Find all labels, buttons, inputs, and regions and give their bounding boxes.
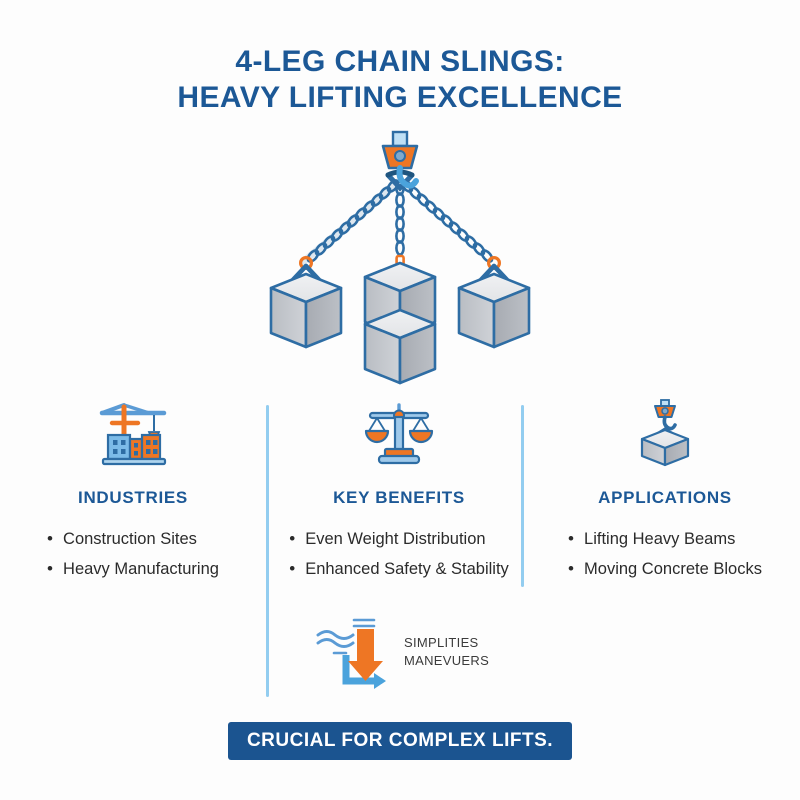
- bottom-banner: CRUCIAL FOR COMPLEX LIFTS.: [228, 722, 572, 760]
- list-item: Construction Sites: [47, 524, 219, 554]
- list-item: Heavy Manufacturing: [47, 554, 219, 584]
- page-title: 4-LEG CHAIN SLINGS: HEAVY LIFTING EXCELL…: [0, 44, 800, 116]
- block-right: [457, 272, 531, 349]
- column-key-benefits: KEY BENEFITS Even Weight Distribution En…: [266, 396, 532, 600]
- column-heading-industries: INDUSTRIES: [78, 488, 188, 507]
- list-item: Even Weight Distribution: [289, 524, 509, 554]
- simplifies-maneuvers-text: SIMPLITIES MANEVUERS: [404, 634, 489, 670]
- column-industries: INDUSTRIES Construction Sites Heavy Manu…: [0, 396, 266, 600]
- simplify-line-2: MANEVUERS: [404, 653, 490, 668]
- hook-lifting-block-icon: [626, 396, 704, 474]
- down-arrow-flow-icon: [312, 613, 398, 691]
- feature-columns: INDUSTRIES Construction Sites Heavy Manu…: [0, 396, 800, 600]
- crane-hook-icon: [381, 130, 419, 189]
- construction-crane-icon: [94, 396, 172, 474]
- block-left: [269, 272, 343, 349]
- simplifies-maneuvers-badge: SIMPLITIES MANEVUERS: [312, 612, 502, 692]
- list-item: Lifting Heavy Beams: [568, 524, 762, 554]
- title-line-2: HEAVY LIFTING EXCELLENCE: [177, 81, 623, 114]
- column-divider-right: [521, 405, 524, 587]
- bullet-list-industries: Construction Sites Heavy Manufacturing: [47, 524, 219, 584]
- bullet-list-key-benefits: Even Weight Distribution Enhanced Safety…: [289, 524, 509, 584]
- banner-text: CRUCIAL FOR COMPLEX LIFTS.: [246, 730, 554, 751]
- column-applications: APPLICATIONS Lifting Heavy Beams Moving …: [532, 396, 798, 600]
- bullet-list-applications: Lifting Heavy Beams Moving Concrete Bloc…: [568, 524, 762, 584]
- list-item: Enhanced Safety & Stability: [289, 554, 509, 584]
- column-heading-applications: APPLICATIONS: [598, 488, 732, 507]
- simplify-line-1: SIMPLITIES: [404, 635, 479, 650]
- list-item: Moving Concrete Blocks: [568, 554, 762, 584]
- column-divider-left: [266, 405, 269, 697]
- balance-scale-icon: [360, 396, 438, 474]
- chain-sling-illustration: [255, 130, 545, 395]
- block-center-lower: [363, 308, 437, 385]
- title-line-1: 4-LEG CHAIN SLINGS:: [235, 45, 565, 78]
- column-heading-key-benefits: KEY BENEFITS: [333, 488, 465, 507]
